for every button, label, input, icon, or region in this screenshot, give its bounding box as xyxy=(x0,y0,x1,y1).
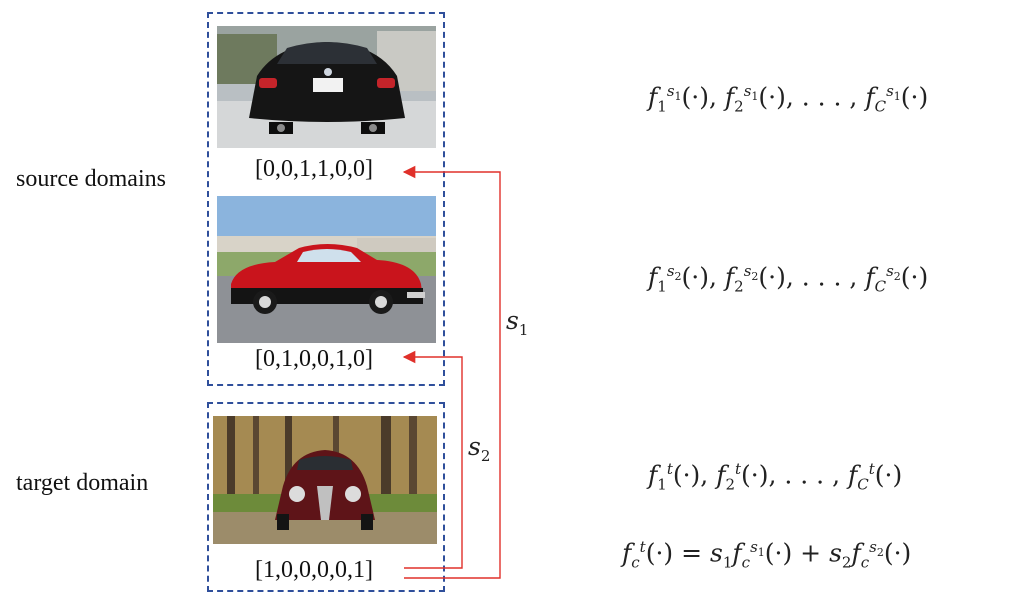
target-functions-formula: f1t(·), f2t(·), . . . , fCt(·) xyxy=(648,460,903,494)
source-domains-label: source domains xyxy=(16,166,166,192)
s2-arrow xyxy=(402,350,463,569)
source-vector-2: [0,1,0,0,1,0] xyxy=(255,346,373,372)
s2-weight-label: s2 xyxy=(468,432,491,465)
source-vector-1: [0,0,1,1,0,0] xyxy=(255,156,373,182)
target-vector: [1,0,0,0,0,1] xyxy=(255,557,373,583)
target-domain-box xyxy=(207,402,445,592)
target-image xyxy=(213,416,437,544)
source-domains-box xyxy=(207,12,445,386)
target-domain-label: target domain xyxy=(16,470,149,496)
source-image-2 xyxy=(217,196,436,343)
source2-functions-formula: f1s2(·), f2s2(·), . . . , fCs2(·) xyxy=(648,262,929,296)
source1-functions-formula: f1s1(·), f2s1(·), . . . , fCs1(·) xyxy=(648,82,929,116)
s1-weight-label: s1 xyxy=(506,306,529,339)
s1-arrow xyxy=(402,165,501,579)
combination-formula: fct(·) = s1fcs1(·) + s2fcs2(·) xyxy=(622,538,912,572)
source-image-1 xyxy=(217,26,436,148)
